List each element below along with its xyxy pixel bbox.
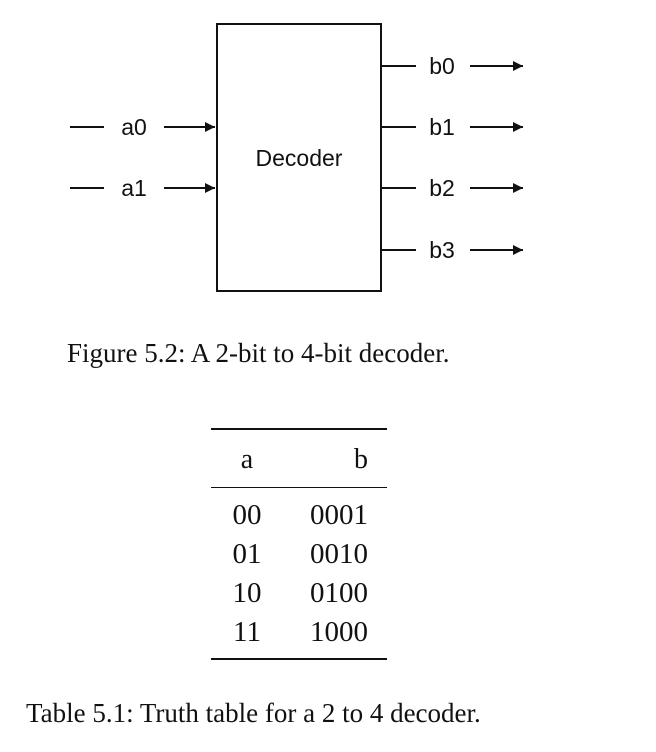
cell-a: 00 [232,499,262,531]
column-header-b: b [354,444,368,475]
table-bottom-rule [211,658,387,660]
table-top-rule [211,428,387,430]
decoder-block [216,23,382,292]
cell-a: 01 [232,538,262,570]
cell-b: 0100 [310,577,368,609]
cell-a: 10 [232,577,262,609]
cell-a: 11 [233,616,261,648]
output-label-b3: b3 [429,237,455,263]
output-label-b1: b1 [429,114,455,140]
input-label-a0: a0 [121,114,147,140]
decoder-diagram: Decoder a0 a1 b0 b1 b2 b3 [70,23,523,292]
cell-b: 0010 [310,538,368,570]
output-label-b2: b2 [429,175,455,201]
output-label-b0: b0 [429,53,455,79]
column-header-a: a [240,444,254,475]
input-label-a1: a1 [121,175,147,201]
decoder-label: Decoder [256,145,343,171]
table-header-rule [211,487,387,488]
figure-caption: Figure 5.2: A 2-bit to 4-bit decoder. [67,338,450,368]
cell-b: 1000 [310,616,368,648]
cell-b: 0001 [310,499,368,531]
table-caption: Table 5.1: Truth table for a 2 to 4 deco… [26,698,481,728]
